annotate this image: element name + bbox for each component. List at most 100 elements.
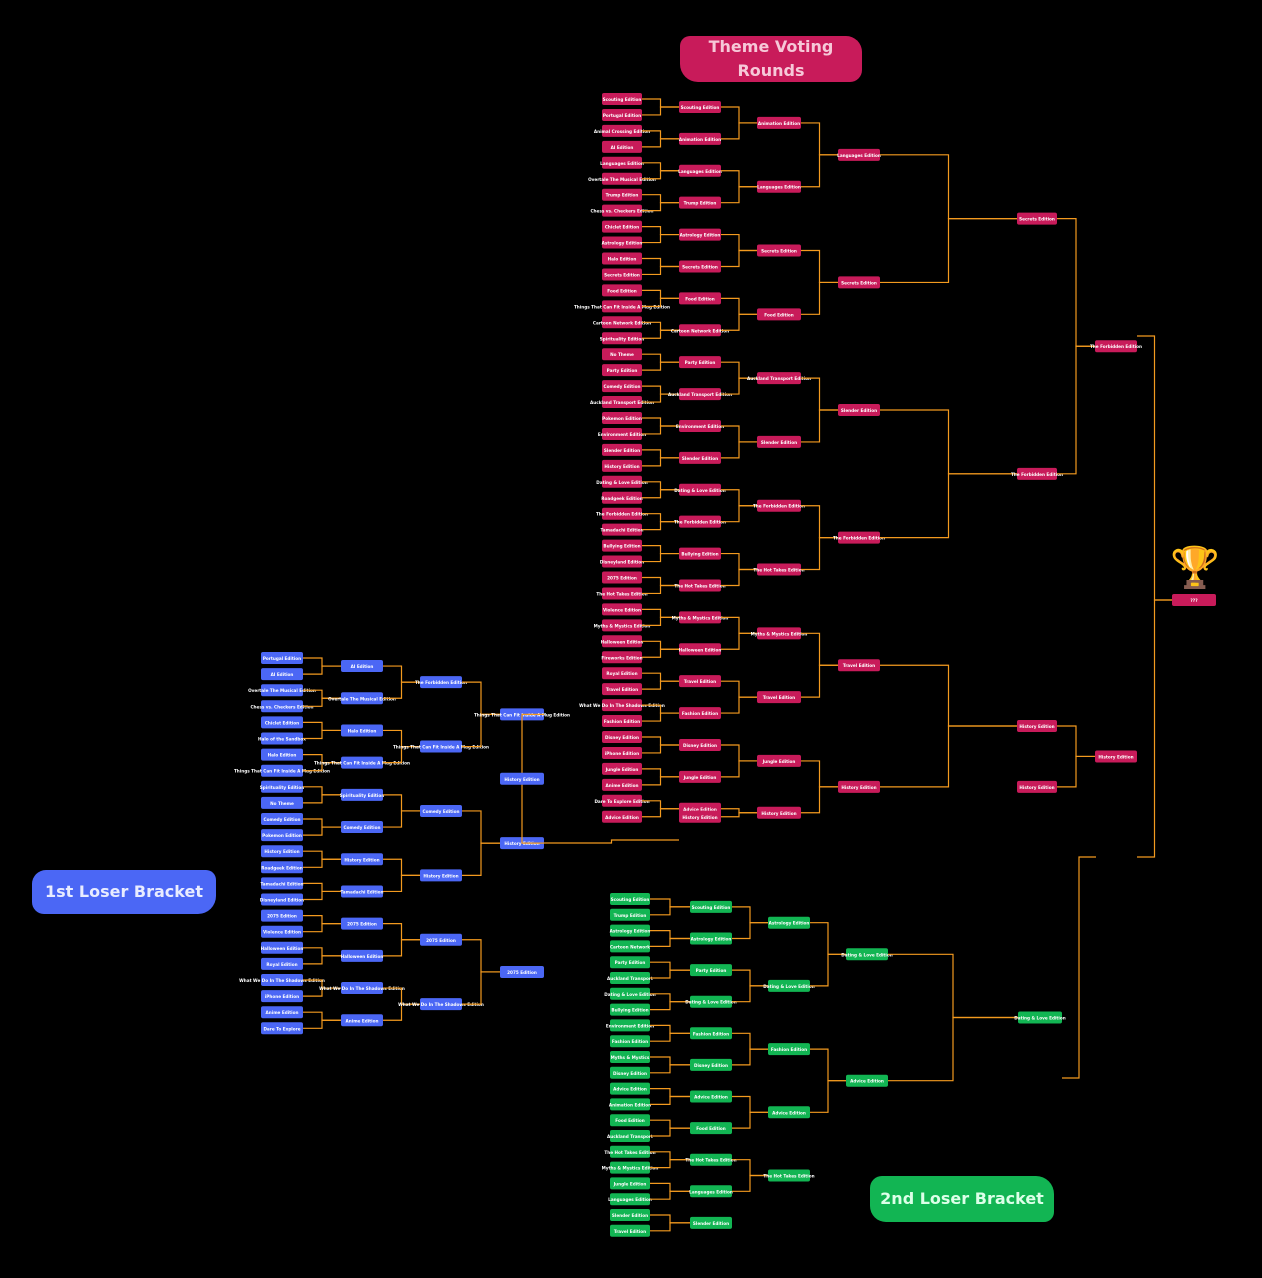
loser1-r1-node-label: Pokemon Edition	[262, 833, 302, 838]
main-r1-node-box	[602, 635, 642, 648]
main-r2-node: Environment Edition	[676, 419, 724, 432]
main-r1-node-box	[602, 810, 642, 823]
loser1-r2-wire	[383, 745, 420, 764]
loser1-r2-node: Things That Can Fit Inside A Mug Edition	[314, 756, 410, 769]
loser2-r4-node: Dating & Love Edition	[841, 948, 893, 961]
main-r2-node: Secrets Edition	[679, 260, 721, 273]
main-r1-node: AI Edition	[602, 140, 642, 153]
loser1-r2-wire	[383, 858, 420, 876]
loser1-bracket-title-text: 1st Loser Bracket	[45, 882, 203, 901]
main-r1-node: Disneyland Edition	[600, 555, 644, 568]
main-r1-node-box	[602, 156, 642, 169]
main-r1-node: Trump Edition	[602, 188, 642, 201]
main-r3-node-box	[757, 116, 801, 129]
loser2-r1-node-label: Environment Edition	[606, 1023, 654, 1028]
main-r1-wire	[642, 265, 679, 276]
main-r2-node-label: Slender Edition	[682, 456, 718, 461]
loser2-r1-node-label: Jungle Edition	[613, 1181, 647, 1186]
main-r1-node-box	[602, 412, 642, 424]
loser2-to-main-wire	[1062, 856, 1096, 1079]
main-r1-node-box	[602, 188, 642, 201]
loser2-r2-node-box	[690, 932, 732, 945]
main-r2-node-label: Trump Edition	[684, 201, 717, 206]
main-r2-node-box	[679, 388, 721, 401]
loser2-r1-node-label: Party Edition	[615, 960, 646, 965]
main-r1-node: Environment Edition	[598, 427, 646, 440]
main-r4-node-box	[838, 148, 880, 161]
loser1-r1-node-box	[261, 861, 303, 874]
main-r4-node-box	[838, 404, 880, 417]
main-r2-node-label: Halloween Edition	[679, 647, 722, 652]
loser2-r1-node-label: Cartoon Network	[610, 944, 650, 949]
loser1-r1-node: iPhone Edition	[261, 990, 303, 1003]
loser2-r1-wire	[650, 1214, 690, 1224]
main-r1-node: The Hot Takes Edition	[596, 587, 648, 600]
main-r3-node-label: Auckland Transport Edition	[747, 376, 811, 381]
loser2-r4-wire	[888, 1016, 1018, 1082]
loser1-r2-node-box	[341, 982, 383, 995]
loser1-r3-node-label: 2075 Edition	[426, 938, 456, 943]
main-r5-node-label: Secrets Edition	[1019, 217, 1055, 222]
loser1-r1-node-box	[261, 990, 303, 1003]
loser2-r1-node-label: Animation Edition	[609, 1102, 651, 1107]
main-r3-node-label: Secrets Edition	[761, 249, 797, 254]
loser2-r2-node: Languages Edition	[689, 1185, 733, 1198]
main-r1-node-box	[602, 778, 642, 791]
main-r2-node-box	[679, 738, 721, 751]
main-r2-node-box	[679, 324, 721, 337]
main-r4-node-box	[838, 659, 880, 672]
main-r1-wire	[642, 449, 679, 459]
main-r1-node: The Forbidden Edition	[596, 507, 648, 520]
loser2-r2-node-box	[690, 1216, 732, 1229]
main-r1-wire	[642, 98, 679, 108]
main-r1-node-box	[602, 555, 642, 568]
loser2-r2-wire	[732, 1111, 768, 1129]
main-r1-wire	[642, 361, 679, 371]
loser2-r2-node-label: Advice Edition	[694, 1095, 728, 1100]
loser2-r1-node-box	[610, 972, 650, 984]
loser2-r1-node-box	[610, 1098, 650, 1111]
main-r3-node-box	[757, 308, 801, 321]
final-node-label: ???	[1190, 598, 1198, 603]
main-r1-node-box	[602, 108, 642, 121]
main-r3-node: Secrets Edition	[757, 244, 801, 257]
loser2-r2-node-box	[690, 1058, 732, 1071]
main-r1-node: Halo Edition	[602, 252, 642, 265]
main-r1-node-label: No Theme	[610, 352, 634, 357]
main-r1-wire	[642, 489, 679, 499]
loser1-r1-node: No Theme	[261, 796, 303, 809]
loser1-r3-node: Things That Can Fit Inside A Mug Edition	[393, 740, 489, 753]
main-r5-node-box	[1017, 467, 1057, 480]
loser2-r3-node: Fashion Edition	[768, 1043, 810, 1056]
main-r4-wire	[880, 409, 1017, 475]
loser2-r1-node-box	[610, 1145, 650, 1158]
loser1-r1-wire	[303, 923, 341, 933]
loser2-r1-wire	[650, 1127, 690, 1137]
loser1-r2-node-box	[341, 853, 383, 866]
loser1-r5-node-label: History Edition	[504, 777, 539, 782]
loser1-r2-node-label: Halo Edition	[348, 728, 377, 733]
main-r1-node-label: Fireworks Edition	[601, 655, 642, 660]
loser1-r1-wire	[303, 721, 341, 732]
loser2-r2-wire	[732, 1032, 768, 1050]
loser2-r3-wire	[810, 1080, 846, 1113]
main-r2-node-label: Disney Edition	[683, 743, 717, 748]
loser1-r1-node-label: Dare To Explore	[263, 1026, 300, 1031]
main-r1-wire	[642, 202, 679, 212]
main-r1-node-box	[602, 762, 642, 775]
loser2-r1-node-box	[610, 956, 650, 969]
main-r2-wire	[721, 297, 757, 315]
loser1-r1-node-label: Tamadachi Edition	[260, 881, 303, 886]
main-r3-node-label: The Forbidden Edition	[753, 504, 805, 509]
loser2-r2-node-box	[690, 900, 732, 913]
main-r1-node-box	[602, 715, 642, 728]
loser1-r2-node: What We Do In The Shadows Edition	[319, 982, 405, 995]
main-r1-wire	[642, 194, 679, 204]
main-r1-wire	[642, 329, 679, 339]
loser1-r1-node-label: No Theme	[270, 801, 294, 806]
main-r1-node-label: Environment Edition	[598, 432, 646, 437]
main-r2-node-box	[679, 643, 721, 656]
main-r1-node: What We Do In The Shadows Edition	[579, 699, 665, 712]
loser1-r1-node-label: Chess vs. Checkers Edition	[250, 704, 313, 709]
loser2-r1-node-box	[610, 908, 650, 921]
